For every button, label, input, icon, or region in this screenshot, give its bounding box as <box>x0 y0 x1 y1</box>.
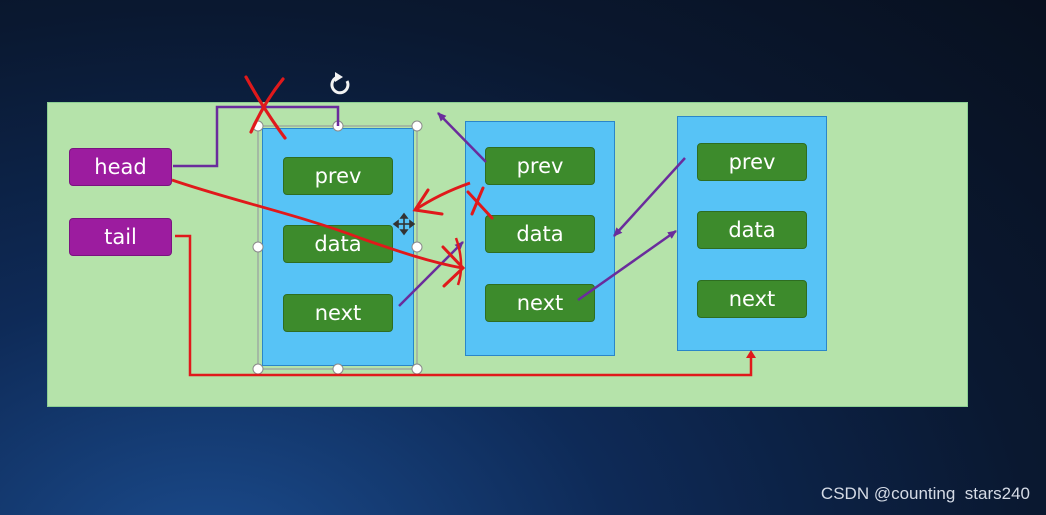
head-new-link-arrowhead <box>441 245 466 288</box>
node-3-next-field: next <box>697 280 807 318</box>
watermark-text: CSDN @counting stars240 <box>820 484 1030 503</box>
node2-prev-null-arrowhead <box>412 188 444 216</box>
node-1-next-field: next <box>283 294 393 332</box>
node-2-prev-field: prev <box>485 147 595 185</box>
head-new-link-arrow <box>171 178 463 270</box>
node3-prev-arrow <box>613 157 686 237</box>
rotate-handle-icon[interactable] <box>330 72 350 95</box>
tail-link-arrow <box>175 234 753 377</box>
node1-next-arrow <box>398 241 464 307</box>
node-2-next-field: next <box>485 284 595 322</box>
move-cursor-icon <box>392 212 416 236</box>
node2-next-arrow <box>577 229 677 302</box>
head-pointer: head <box>69 148 172 186</box>
cross-out-mark-head <box>244 75 287 140</box>
node-1-prev-field: prev <box>283 157 393 195</box>
resize-handles[interactable] <box>252 120 423 375</box>
tail-link-arrowhead <box>746 350 756 358</box>
arrowhead-stroke <box>454 237 463 286</box>
node-3-data-field: data <box>697 211 807 249</box>
node2-prev-arrow <box>437 112 487 163</box>
node-3-prev-field: prev <box>697 143 807 181</box>
node2-prev-null-arrow <box>414 181 471 212</box>
selection-frame[interactable] <box>257 125 418 370</box>
head-link-line <box>173 105 340 168</box>
cross-out-mark-prev <box>466 186 494 220</box>
node-2-data-field: data <box>485 215 595 253</box>
tail-pointer: tail <box>69 218 172 256</box>
